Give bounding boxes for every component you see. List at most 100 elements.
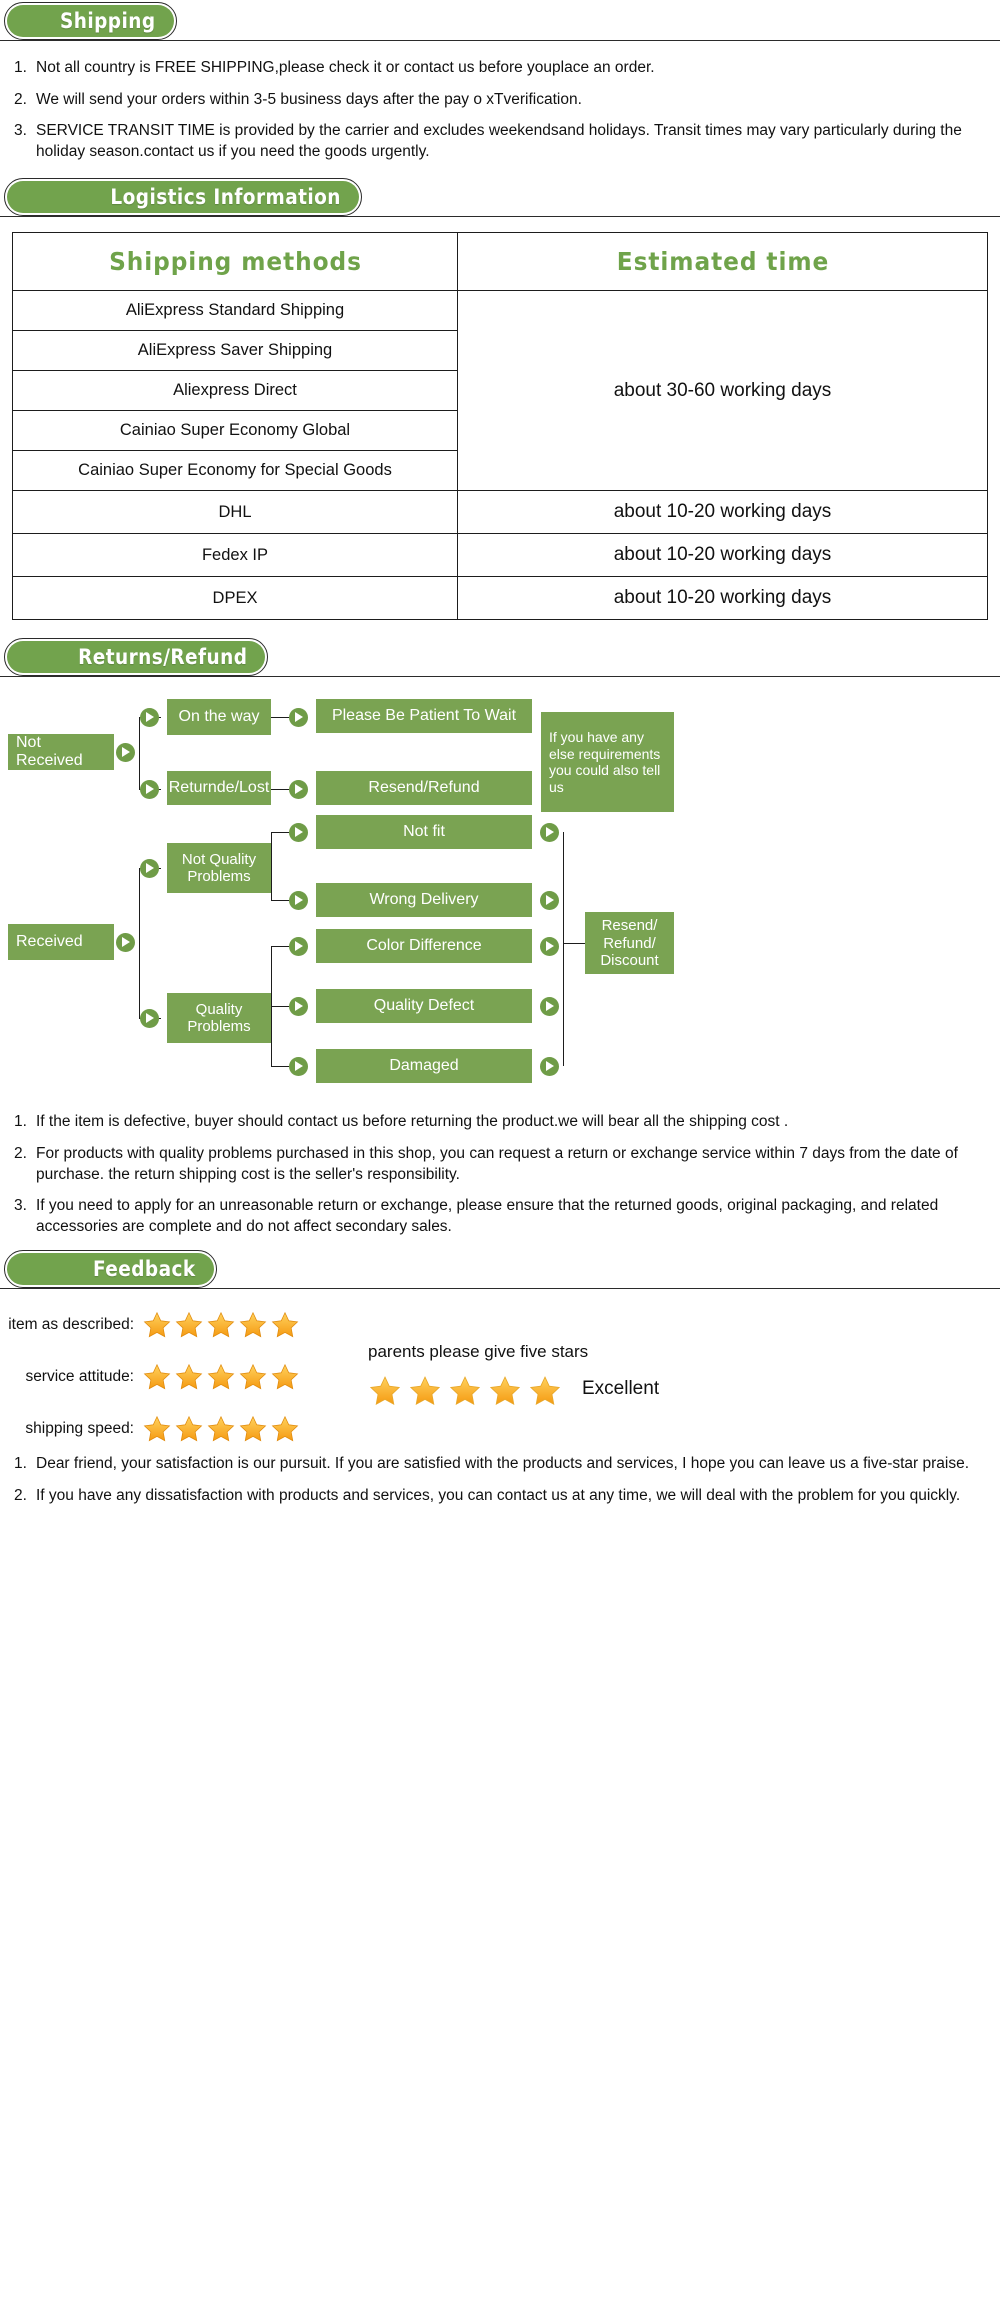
play-triangle-icon	[116, 933, 135, 953]
play-triangle-icon	[540, 891, 559, 911]
rating-label: service attitude:	[25, 1368, 134, 1386]
note-number: 3.	[14, 122, 27, 140]
note-text: Dear friend, your satisfaction is our pu…	[36, 1455, 970, 1473]
feedback-badge: Feedback	[4, 1250, 217, 1289]
star-icon	[271, 1416, 299, 1442]
rating-label: shipping speed:	[25, 1420, 134, 1438]
returns-section-header: Returns/Refund	[0, 636, 1000, 680]
play-triangle-icon	[540, 937, 559, 957]
play-triangle-icon	[116, 743, 135, 763]
note-item: 2. We will send your orders within 3-5 b…	[14, 90, 982, 111]
star-icon	[239, 1312, 267, 1338]
column-header-time: Estimated time	[475, 232, 970, 292]
note-text: SERVICE TRANSIT TIME is provided by the …	[36, 122, 962, 160]
play-triangle-icon	[289, 780, 308, 800]
flow-connector	[271, 717, 289, 719]
flow-connector	[139, 868, 140, 1019]
flow-connector	[563, 832, 564, 1067]
play-triangle-icon	[140, 708, 159, 728]
flow-connector	[271, 1066, 289, 1068]
star-icon	[207, 1312, 235, 1338]
note-item: 3. If you need to apply for an unreasona…	[14, 1196, 982, 1237]
column-header-method: Shipping methods	[27, 232, 443, 292]
flow-node-resend-refund: Resend/Refund	[316, 771, 532, 806]
note-item: 1. If the item is defective, buyer shoul…	[14, 1112, 982, 1133]
feedback-badge-label: Feedback	[92, 1257, 196, 1282]
flow-connector	[271, 789, 289, 791]
feedback-promo-stars: Excellent	[368, 1374, 659, 1408]
rating-label: item as described:	[8, 1316, 134, 1334]
note-number: 1.	[14, 59, 27, 76]
header-rule	[0, 676, 1000, 678]
note-item: 2. For products with quality problems pu…	[14, 1144, 982, 1185]
note-item: 2. If you have any dissatisfaction with …	[14, 1486, 982, 1507]
star-icon	[369, 1376, 401, 1406]
flow-node-resend-refund-discount: Resend/ Refund/ Discount	[585, 912, 674, 975]
flow-node-on-the-way: On the way	[167, 699, 271, 736]
note-text: If the item is defective, buyer should c…	[36, 1113, 789, 1131]
play-triangle-icon	[289, 997, 308, 1017]
cell-grouped-time: about 30-60 working days	[457, 290, 988, 492]
flow-node-not-fit: Not fit	[316, 815, 532, 850]
flow-node-received: Received	[8, 924, 114, 961]
star-icon	[529, 1376, 561, 1406]
rating-stars	[142, 1362, 302, 1392]
flow-node-returned-lost: Returnde/Lost	[167, 771, 271, 806]
star-icon	[175, 1364, 203, 1390]
play-triangle-icon	[140, 1009, 159, 1029]
flow-node-damaged: Damaged	[316, 1049, 532, 1084]
star-icon	[175, 1312, 203, 1338]
star-icon	[175, 1416, 203, 1442]
star-icon	[143, 1312, 171, 1338]
play-triangle-icon	[540, 997, 559, 1017]
table-row: AliExpress Saver Shipping	[12, 330, 988, 372]
play-triangle-icon	[289, 937, 308, 957]
note-number: 3.	[14, 1197, 27, 1215]
star-icon	[271, 1312, 299, 1338]
header-rule	[0, 1288, 1000, 1290]
shipping-badge: Shipping	[4, 2, 177, 40]
star-icon	[449, 1376, 481, 1406]
note-number: 2.	[14, 1487, 27, 1505]
star-icon	[207, 1364, 235, 1390]
flow-node-color-difference: Color Difference	[316, 929, 532, 964]
table-row: Cainiao Super Economy for Special Goods	[12, 450, 988, 492]
cell-method: Cainiao Super Economy Global	[12, 410, 458, 452]
feedback-notes-list: 1. Dear friend, your satisfaction is our…	[0, 1454, 1000, 1506]
cell-method: DHL	[12, 490, 458, 535]
shipping-badge-label: Shipping	[60, 9, 156, 33]
note-number: 2.	[14, 1145, 27, 1163]
feedback-promo-text: parents please give five stars	[368, 1342, 589, 1362]
table-row: DHL about 10-20 working days	[12, 490, 988, 535]
table-row: Aliexpress Direct	[12, 370, 988, 412]
returns-notes-list: 1. If the item is defective, buyer shoul…	[0, 1112, 1000, 1237]
feedback-ratings: item as described: service attitude: shi…	[0, 1304, 1000, 1454]
flow-connector	[271, 946, 289, 948]
table-row: AliExpress Standard Shipping about 30-60…	[12, 290, 988, 492]
rating-stars	[142, 1310, 302, 1340]
rating-row-service-attitude: service attitude:	[0, 1362, 302, 1392]
cell-method: Aliexpress Direct	[12, 370, 458, 412]
rating-stars	[368, 1374, 568, 1408]
flow-node-quality-defect: Quality Defect	[316, 989, 532, 1024]
play-triangle-icon	[289, 823, 308, 843]
star-icon	[207, 1416, 235, 1442]
flow-node-else-note: If you have any else requirements you co…	[541, 712, 674, 813]
flow-connector	[271, 1006, 289, 1008]
logistics-badge: Logistics Information	[4, 178, 362, 217]
header-rule	[0, 40, 1000, 41]
cell-method: Fedex IP	[12, 533, 458, 578]
flow-connector	[271, 900, 289, 902]
table-row: DPEX about 10-20 working days	[12, 576, 988, 621]
play-triangle-icon	[540, 1057, 559, 1077]
cell-time: about 10-20 working days	[457, 490, 988, 535]
cell-method: AliExpress Standard Shipping	[12, 290, 458, 332]
play-triangle-icon	[140, 859, 159, 879]
note-text: If you need to apply for an unreasonable…	[36, 1197, 939, 1235]
flow-connector	[271, 832, 272, 901]
cell-time: about 10-20 working days	[457, 576, 988, 621]
flow-node-wrong-delivery: Wrong Delivery	[316, 883, 532, 918]
feedback-section-header: Feedback	[0, 1248, 1000, 1292]
star-icon	[143, 1364, 171, 1390]
flow-node-not-quality-problems: Not Quality Problems	[167, 843, 271, 894]
